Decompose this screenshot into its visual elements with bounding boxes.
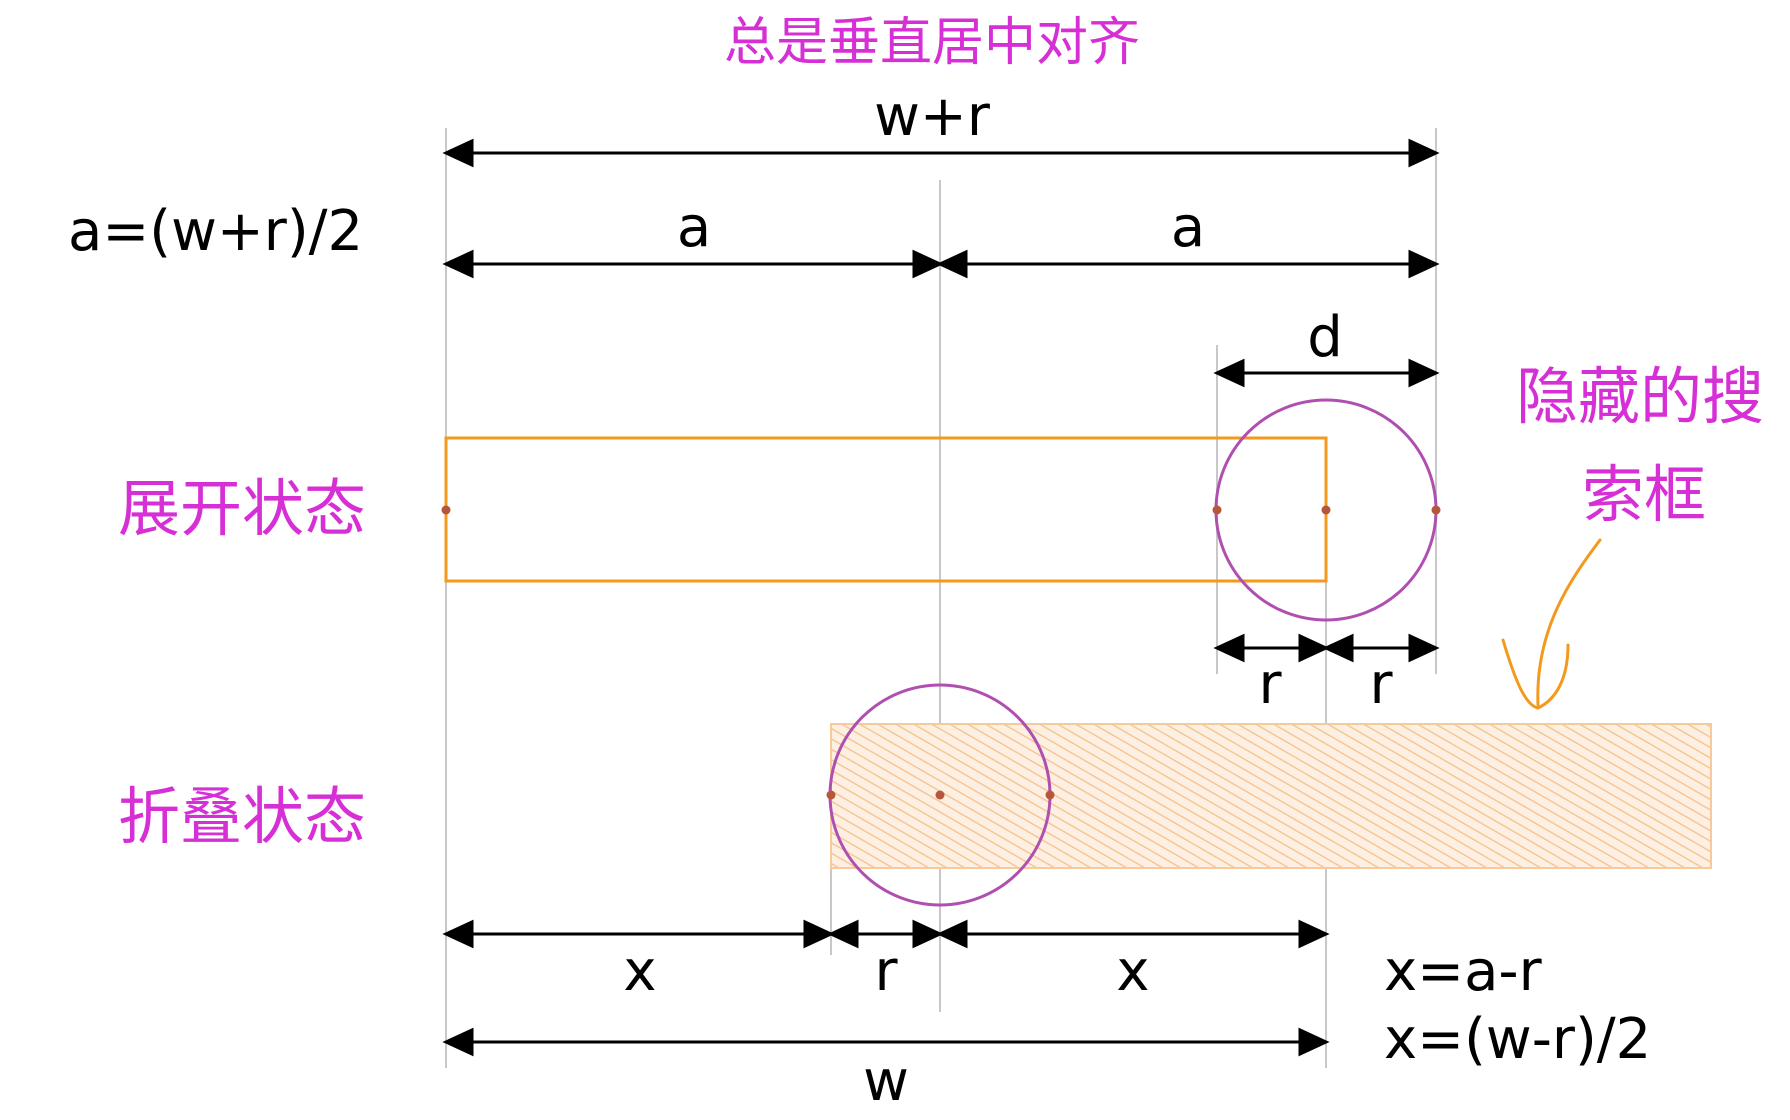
formula-x-1: x=a-r (1384, 939, 1543, 1004)
anchor-dots (441, 505, 1441, 800)
expanded-state-label: 展开状态 (118, 472, 366, 545)
annotation-line-1: 隐藏的搜 (1516, 360, 1764, 433)
label-r-right: r (1369, 652, 1393, 717)
guide-lines (445, 128, 1437, 1068)
annotation-line-2: 索框 (1582, 458, 1706, 531)
label-x-left: x (623, 939, 656, 1004)
label-d: d (1307, 305, 1343, 370)
title-label: 总是垂直居中对齐 (724, 13, 1140, 73)
label-w: w (863, 1049, 909, 1114)
dimension-arrows (442, 138, 1440, 1057)
label-r-left: r (1258, 652, 1282, 717)
formula-a: a=(w+r)/2 (68, 199, 363, 264)
label-x-right: x (1116, 939, 1149, 1004)
expanded-search-box (444, 436, 1328, 583)
label-r-mid: r (874, 939, 898, 1004)
hidden-search-box (830, 723, 1712, 869)
label-a-left: a (677, 195, 711, 260)
label-w-plus-r: w+r (874, 84, 991, 149)
collapsed-state-label: 折叠状态 (118, 780, 366, 853)
annotation-arrow-icon (1501, 538, 1602, 710)
formula-x-2: x=(w-r)/2 (1384, 1007, 1651, 1072)
label-a-right: a (1171, 195, 1205, 260)
